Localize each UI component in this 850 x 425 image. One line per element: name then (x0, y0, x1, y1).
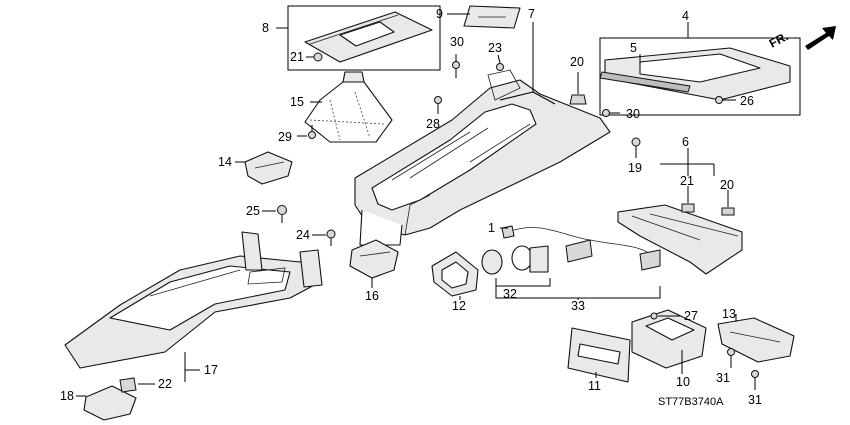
part-20-clip-right[interactable] (721, 190, 735, 216)
callout-13: 13 (722, 307, 736, 321)
group-box-8 (276, 5, 441, 71)
callout-32: 32 (503, 287, 517, 301)
callout-30-right: 30 (626, 107, 640, 121)
callout-9: 9 (436, 7, 443, 21)
part-4-tray-assembly[interactable] (599, 47, 791, 101)
callout-1: 1 (488, 221, 495, 235)
part-18-bracket[interactable] (76, 385, 137, 421)
part-8-shift-panel-cover[interactable] (304, 11, 433, 63)
front-direction-arrow-icon (805, 26, 836, 50)
callout-15: 15 (290, 95, 304, 109)
part-6-bracket[interactable] (617, 148, 743, 275)
callout-25: 25 (246, 204, 260, 218)
callout-17: 17 (204, 363, 218, 377)
part-21-clip-top[interactable] (306, 52, 323, 62)
callout-23: 23 (488, 41, 502, 55)
part-32-lighter[interactable] (481, 245, 551, 287)
callout-26: 26 (740, 94, 754, 108)
part-16-bracket[interactable] (349, 239, 399, 288)
callout-16: 16 (365, 289, 379, 303)
part-10-pocket[interactable] (631, 309, 707, 374)
part-31-screw-b[interactable] (751, 370, 759, 391)
callout-31-a: 31 (716, 371, 730, 385)
part-20-clip-top[interactable] (569, 72, 587, 105)
part-33-harness[interactable] (495, 225, 661, 300)
callout-5: 5 (630, 41, 637, 55)
callout-14: 14 (218, 155, 232, 169)
part-13-bracket[interactable] (717, 314, 795, 363)
part-15-shift-boot[interactable] (304, 71, 393, 143)
callout-11: 11 (588, 379, 601, 393)
callout-10: 10 (676, 375, 690, 389)
callout-31-b: 31 (748, 393, 762, 407)
callout-21-right: 21 (680, 174, 694, 188)
part-11-pocket-panel[interactable] (567, 327, 631, 383)
callout-20-right: 20 (720, 178, 734, 192)
callout-19: 19 (628, 161, 642, 175)
callout-7: 7 (528, 7, 535, 21)
part-31-screw-a[interactable] (727, 348, 735, 369)
part-7-center-console[interactable] (354, 22, 611, 246)
part-25-bolt[interactable] (262, 205, 287, 224)
callout-30-left: 30 (450, 35, 464, 49)
callout-33: 33 (571, 299, 585, 313)
callout-18: 18 (60, 389, 74, 403)
part-28-screw[interactable] (434, 96, 442, 115)
callout-28: 28 (426, 117, 440, 131)
part-12-bezel[interactable] (431, 251, 479, 300)
part-26-screw[interactable] (715, 96, 737, 104)
callout-22: 22 (158, 377, 172, 391)
part-23-clip[interactable] (487, 54, 521, 101)
callout-8: 8 (262, 21, 269, 35)
group-box-4 (599, 22, 801, 116)
callout-4: 4 (682, 9, 689, 23)
callout-6: 6 (682, 135, 689, 149)
part-9-emblem[interactable] (447, 5, 521, 29)
direction-label: FR. (767, 29, 791, 50)
part-17-rear-console[interactable] (64, 231, 323, 382)
part-30-screw-right[interactable] (602, 109, 621, 117)
part-24-bolt[interactable] (312, 229, 336, 246)
callout-20-top: 20 (570, 55, 584, 69)
diagram-code: ST77B3740A (658, 396, 724, 408)
callout-27: 27 (684, 309, 698, 323)
part-30-screw-left[interactable] (452, 54, 460, 78)
callout-12: 12 (452, 299, 466, 313)
callout-24: 24 (296, 228, 310, 242)
part-14-switch[interactable] (235, 151, 293, 185)
callout-21: 21 (290, 50, 304, 64)
part-22-clip[interactable] (119, 377, 150, 393)
callout-29: 29 (278, 130, 292, 144)
part-27-screw[interactable] (650, 312, 680, 320)
part-19-clip[interactable] (631, 137, 641, 158)
part-29-screw[interactable] (297, 125, 316, 139)
part-21-clip-right[interactable] (681, 186, 695, 213)
